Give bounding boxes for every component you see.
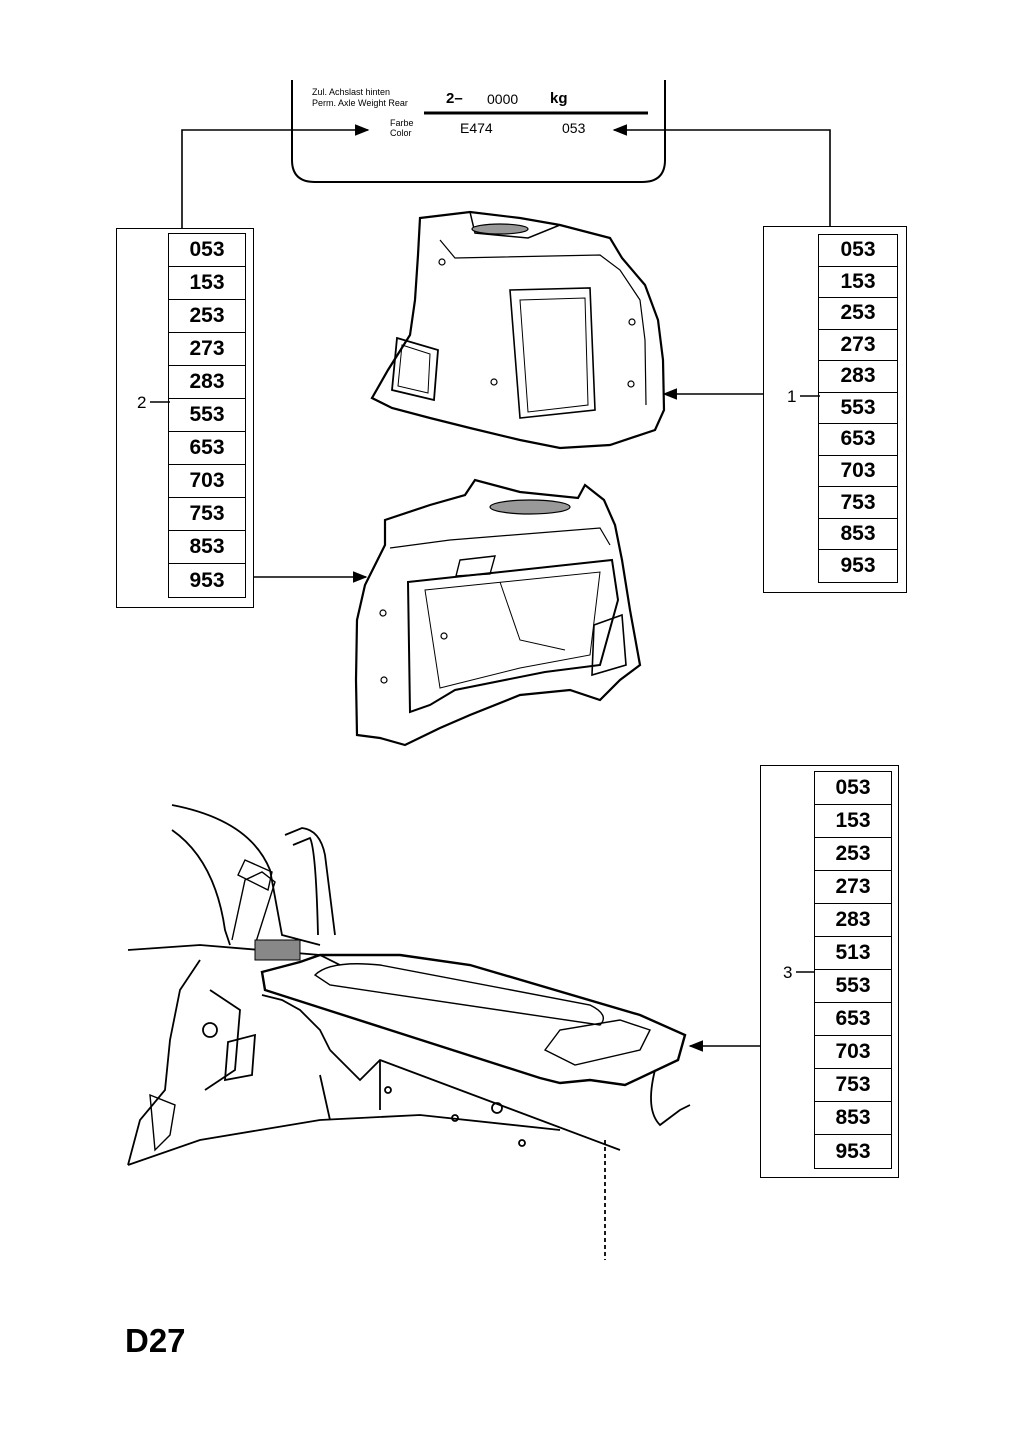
- plate-color-label-de: Farbe: [390, 118, 414, 128]
- part-code-cell: 253: [169, 300, 245, 333]
- page-id: D27: [125, 1322, 186, 1359]
- part-code-cell: 703: [815, 1036, 891, 1069]
- part-code-cell: 753: [169, 498, 245, 531]
- part-code-cell: 553: [169, 399, 245, 432]
- label-plate-outline: [291, 80, 666, 183]
- plate-color-label-en: Color: [390, 128, 412, 138]
- code-box-part-2: [116, 228, 254, 608]
- part-code-cell: 053: [819, 235, 897, 267]
- part-code-cell: 283: [169, 366, 245, 399]
- part-code-cell: 053: [815, 772, 891, 805]
- part-code-cell: 953: [189, 568, 225, 592]
- plate-color-code: E474: [460, 120, 493, 136]
- part-code-cell: 153: [815, 805, 891, 838]
- callout-part-1: 1: [787, 387, 797, 406]
- plate-axle-value: 0000: [487, 91, 519, 107]
- callout-part-3: 3: [783, 963, 793, 982]
- plate-color-number: 053: [562, 120, 586, 136]
- part-code-cell: 273: [169, 333, 245, 366]
- luggage-compartment-drawing: [127, 804, 691, 1260]
- part-code-cell: 653: [819, 424, 897, 456]
- part-code-cell: 653: [169, 432, 245, 465]
- plate-axle-prefix: 2–: [446, 90, 463, 107]
- part-code-cell: 553: [815, 970, 891, 1003]
- plate-axle-unit: kg: [550, 90, 568, 107]
- part-code-cell: 273: [819, 330, 897, 362]
- part-code-cell: 853: [169, 531, 245, 564]
- leader-lines: [150, 124, 831, 1052]
- trim-panel-upper-drawing: [370, 210, 666, 450]
- part-code-cell: 753: [815, 1069, 891, 1102]
- part-code-cell: 853: [815, 1102, 891, 1135]
- part-code-cell: 853: [819, 519, 897, 551]
- part-code-cell: 953: [840, 554, 876, 578]
- part-code-cell: 153: [169, 267, 245, 300]
- code-box-part-3: [760, 765, 899, 1178]
- part-code-cell: 513: [815, 937, 891, 970]
- part-code-cell: 153: [819, 267, 897, 299]
- part-code-cell: 253: [815, 838, 891, 871]
- part-code-cell: 283: [819, 361, 897, 393]
- plate-axle-label-en: Perm. Axle Weight Rear: [312, 98, 408, 108]
- part-code-cell: 053: [169, 234, 245, 267]
- part-code-cell: 953: [835, 1139, 871, 1163]
- part-code-cell: 703: [169, 465, 245, 498]
- plate-axle-label-de: Zul. Achslast hinten: [312, 87, 391, 97]
- trim-panel-lower-drawing: [354, 478, 642, 747]
- callout-part-2: 2: [137, 393, 147, 412]
- part-code-cell: 553: [819, 393, 897, 425]
- part-code-cell: 653: [815, 1003, 891, 1036]
- part-code-cell: 283: [815, 904, 891, 937]
- part-code-cell: 703: [819, 456, 897, 488]
- code-box-part-1: [763, 226, 907, 593]
- part-code-cell: 753: [819, 487, 897, 519]
- part-code-cell: 273: [815, 871, 891, 904]
- part-code-cell: 253: [819, 298, 897, 330]
